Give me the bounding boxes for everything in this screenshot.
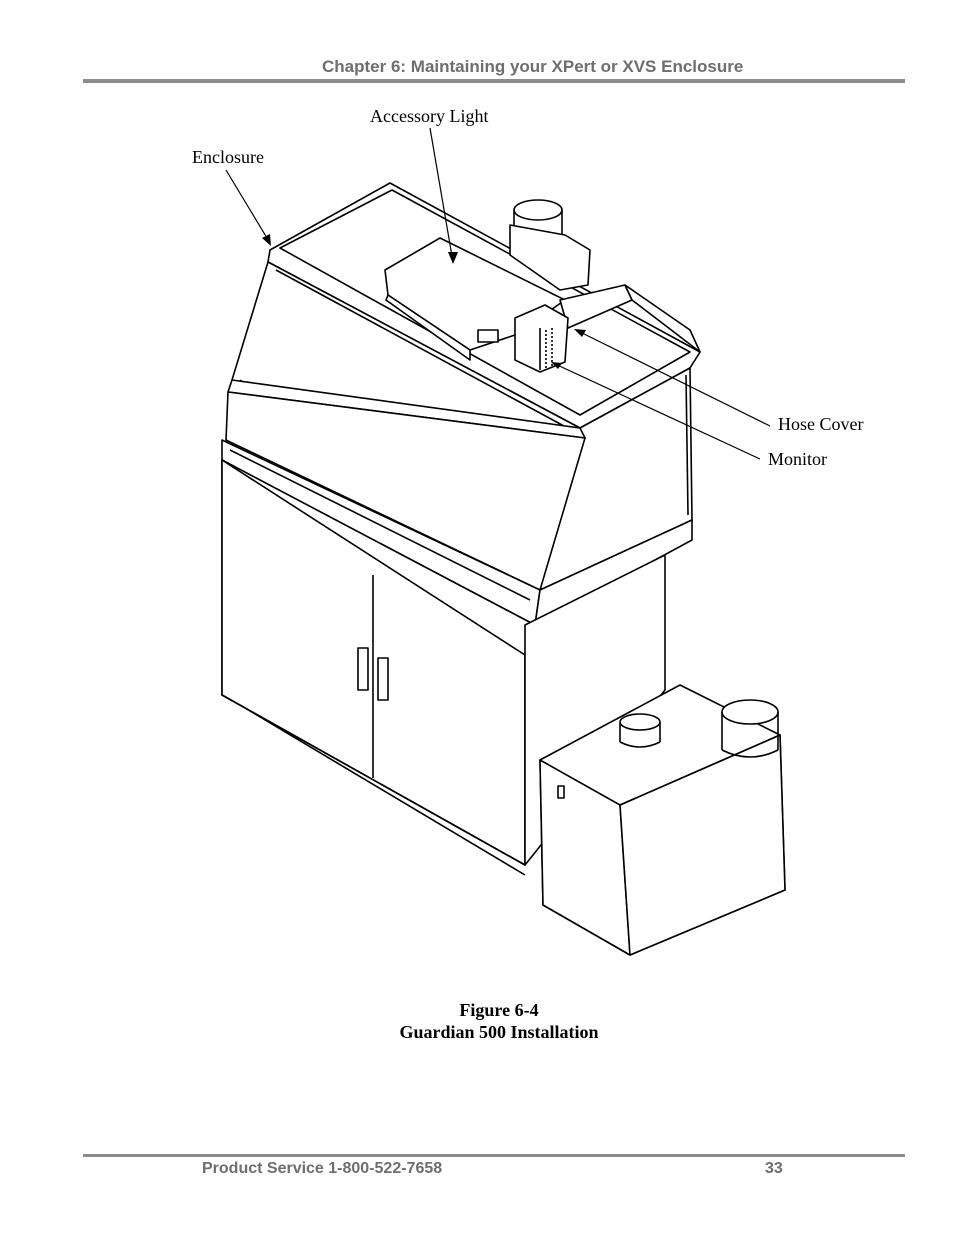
callout-enclosure: Enclosure [192,147,264,167]
chapter-header: Chapter 6: Maintaining your XPert or XVS… [322,57,744,76]
callout-hose-cover: Hose Cover [778,414,864,434]
callout-leaders [225,127,771,460]
blower-unit [539,684,786,956]
callout-accessory-light: Accessory Light [370,106,489,126]
top-duct [509,199,591,291]
footer-product-service: Product Service 1-800-522-7658 [202,1160,443,1177]
figure-caption-title: Guardian 500 Installation [399,1022,599,1042]
leader-arrowheads [262,234,586,369]
callout-monitor: Monitor [768,449,828,469]
figure-caption-number: Figure 6-4 [459,1000,539,1020]
page-number: 33 [765,1160,783,1177]
monitor-part [514,304,569,373]
hose-cover-part [559,284,701,353]
footer-rule [83,1154,905,1157]
header-rule [83,79,905,83]
